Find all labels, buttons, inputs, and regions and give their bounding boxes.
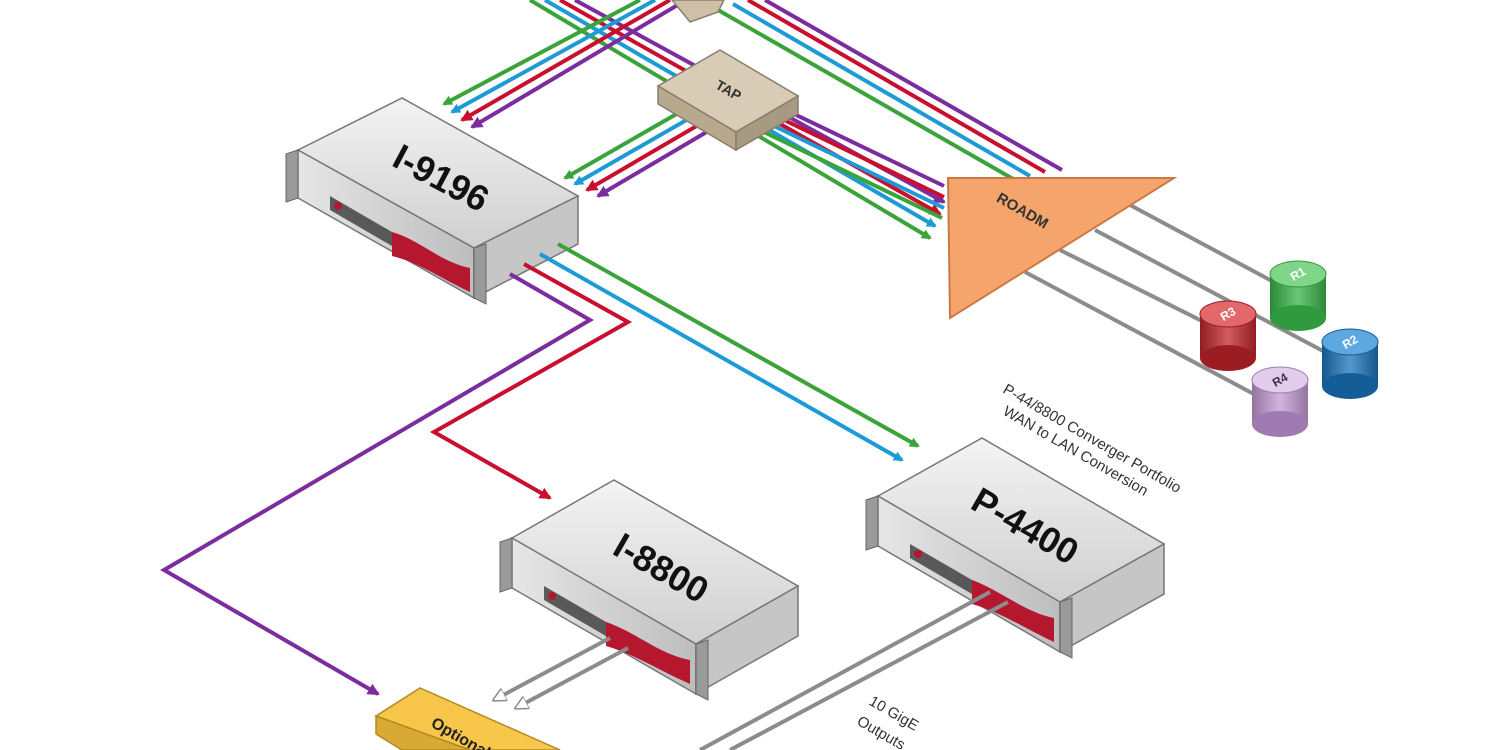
tap-top-partial: [671, 0, 725, 23]
roadm-output-links: [1024, 203, 1341, 402]
tap-box: TAP: [656, 49, 800, 152]
optional-box: Optional: [374, 687, 561, 750]
receiver-r2: R2: [1321, 328, 1379, 399]
receiver-r1-label: R1: [1288, 264, 1309, 284]
receiver-r4-label: R4: [1270, 370, 1291, 390]
fiber-bundle-tap-to-roadm: [759, 110, 945, 220]
i9196-output-links: [160, 242, 920, 696]
netscout-logo-icon: [334, 202, 342, 210]
device-i9196: netscout I-9196: [285, 97, 580, 305]
p4400-output-links: [699, 590, 1009, 750]
fiber-bundle-top-right: [717, 0, 1063, 182]
receiver-r3-label: R3: [1218, 304, 1239, 324]
receiver-r3: R3: [1199, 300, 1257, 371]
i8800-output-links: [494, 636, 629, 710]
device-p4400: netscout P-4400: [865, 437, 1166, 659]
fiber-bundle-tap-to-i9196: [563, 110, 712, 198]
receiver-r2-label: R2: [1340, 332, 1361, 352]
fiber-bundle-to-i9196-top: [442, 0, 688, 129]
receiver-r1: R1: [1269, 260, 1327, 331]
netscout-logo-icon: [914, 550, 922, 558]
netscout-logo-icon: [548, 592, 556, 600]
receiver-r4: R4: [1251, 366, 1309, 437]
roadm-triangle: ROADM: [946, 177, 1178, 320]
device-i8800: netscout I-8800: [499, 479, 800, 701]
